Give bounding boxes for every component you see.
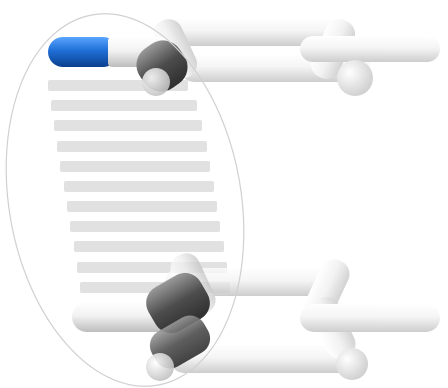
bottom-substituent: [72, 272, 211, 381]
bottom-ring: [165, 253, 440, 380]
interaction-stripes: [48, 80, 230, 293]
top-substituent: [48, 37, 188, 96]
interaction-ellipse: [5, 13, 245, 387]
top-ring: [152, 18, 440, 96]
